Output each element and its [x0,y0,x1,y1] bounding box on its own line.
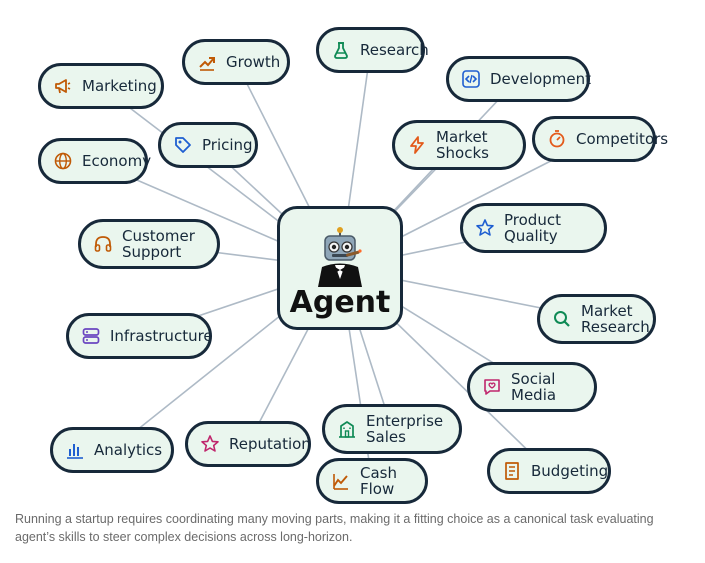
node-label: Budgeting [531,462,609,480]
search-icon [552,309,572,329]
globe-icon [53,151,73,171]
node-label: Competitors [576,130,669,148]
lightning-icon [407,135,427,155]
node-label: Social Media [511,370,557,404]
node-enterprise-sales: Enterprise Sales [322,404,462,454]
node-marketing: Marketing [38,63,164,109]
node-label: Development [490,70,591,88]
node-label: Cash Flow [360,464,397,498]
stopwatch-icon [547,129,567,149]
bar-chart-icon [65,440,85,460]
node-economy: Economy [38,138,152,184]
node-reputation: Reputation [185,421,311,467]
node-label: Marketing [82,77,157,95]
node-label: Customer Support [122,227,195,261]
code-icon [461,69,481,89]
agent-node: Agent [277,206,403,330]
tag-icon [173,135,193,155]
node-label: Enterprise Sales [366,412,444,446]
receipt-icon [502,461,522,481]
robot-icon [318,227,362,287]
node-label: Economy [82,152,152,170]
node-label: Market Research [581,302,650,336]
node-label: Research [360,41,429,59]
node-label: Growth [226,53,281,71]
mind-map: Agent Growth Research Marketing Developm… [38,27,668,504]
figure-caption: Running a startup requires coordinating … [15,512,654,544]
node-budgeting: Budgeting [487,448,611,494]
node-growth: Growth [182,39,290,85]
node-competitors: Competitors [532,116,668,162]
node-cash-flow: Cash Flow [316,458,428,504]
star-icon [475,218,495,238]
node-label: Product Quality [504,211,561,245]
trending-up-icon [197,52,217,72]
chart-line-icon [331,471,351,491]
node-label: Pricing [202,136,253,154]
agent-title: Agent [289,285,391,320]
node-customer-support: Customer Support [78,219,220,269]
node-research: Research [316,27,429,73]
node-social-media: Social Media [467,362,597,412]
node-label: Infrastructure [110,327,213,345]
node-development: Development [446,56,591,102]
node-pricing: Pricing [158,122,258,168]
chat-heart-icon [482,377,502,397]
megaphone-icon [53,76,73,96]
star-outline-icon [200,434,220,454]
node-label: Market Shocks [436,128,489,162]
node-label: Analytics [94,441,163,459]
node-label: Reputation [229,435,311,453]
building-icon [337,419,357,439]
node-market-shocks: Market Shocks [392,120,526,170]
flask-icon [331,40,351,60]
headphones-icon [93,234,113,254]
node-market-research: Market Research [537,294,656,344]
node-infrastructure: Infrastructure [66,313,213,359]
server-icon [81,326,101,346]
node-analytics: Analytics [50,427,174,473]
node-product-quality: Product Quality [460,203,607,253]
